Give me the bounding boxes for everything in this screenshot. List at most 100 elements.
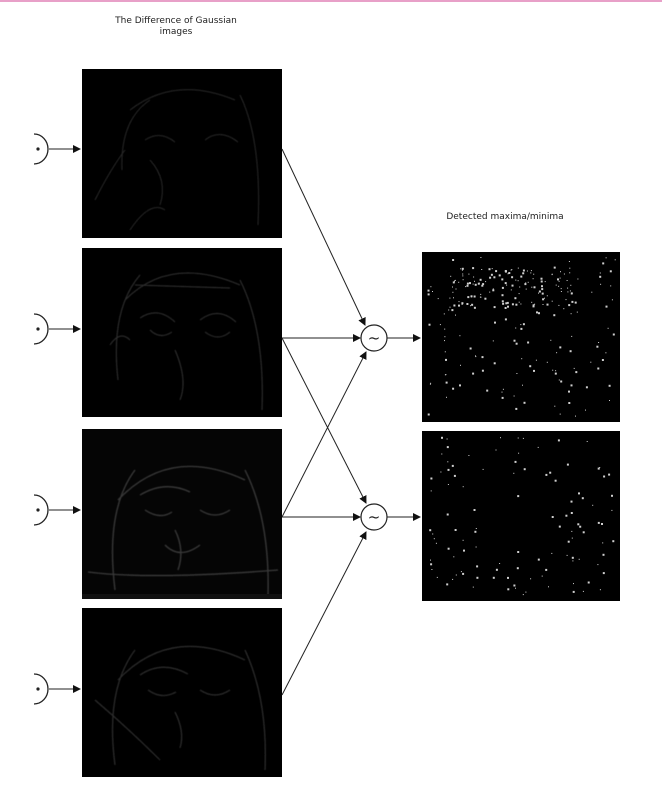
- speckle: [447, 461, 449, 463]
- speckle: [605, 257, 607, 259]
- speckle: [553, 266, 556, 269]
- speckle: [560, 291, 562, 292]
- speckle: [444, 328, 446, 330]
- speckle: [510, 269, 512, 271]
- speckle: [577, 278, 579, 280]
- speckle: [470, 305, 471, 307]
- speckle: [601, 359, 604, 361]
- speckle: [447, 468, 450, 471]
- speckle: [582, 531, 585, 534]
- speckle: [521, 358, 523, 360]
- speckle: [452, 578, 454, 580]
- arrow-icon: [281, 531, 367, 696]
- speckle: [473, 306, 476, 309]
- speckle: [514, 460, 517, 463]
- speckle: [582, 590, 584, 592]
- speckle: [611, 299, 613, 301]
- dog-image-2: [82, 248, 282, 417]
- speckle: [486, 389, 489, 392]
- speckle: [571, 300, 574, 303]
- speckle: [505, 302, 508, 305]
- speckle: [473, 509, 476, 511]
- speckle: [578, 492, 580, 495]
- speckle: [555, 284, 557, 286]
- speckle: [517, 495, 520, 498]
- speckle: [527, 341, 530, 344]
- speckle: [489, 291, 491, 293]
- speckle: [602, 572, 605, 575]
- speckle: [515, 327, 517, 329]
- input-node-2: [33, 313, 81, 345]
- speckle: [430, 382, 432, 384]
- speckle: [523, 401, 526, 404]
- speckle: [556, 352, 558, 354]
- speckle: [494, 321, 496, 324]
- speckle: [542, 298, 545, 301]
- speckle: [474, 283, 477, 286]
- speckle: [491, 268, 493, 270]
- speckle: [452, 387, 455, 390]
- speckle: [501, 391, 503, 393]
- speckle: [459, 335, 461, 337]
- speckle: [511, 303, 514, 306]
- speckle: [449, 306, 451, 308]
- speckle: [597, 367, 600, 370]
- speckle: [600, 283, 602, 285]
- speckle: [525, 282, 527, 284]
- speckle: [463, 549, 465, 552]
- speckle: [569, 267, 571, 269]
- speckle: [478, 282, 480, 284]
- speckle: [572, 560, 574, 562]
- speckle: [520, 324, 522, 326]
- speckle: [551, 274, 553, 276]
- comparison-symbol: ~: [368, 329, 381, 347]
- speckle: [446, 513, 449, 516]
- speckle: [473, 276, 475, 278]
- speckle: [480, 293, 482, 295]
- detected-image-1: [422, 252, 620, 422]
- speckle: [472, 586, 474, 588]
- speckle: [446, 583, 449, 586]
- speckle: [513, 584, 516, 587]
- speckle: [566, 280, 568, 281]
- input-node-4: [33, 673, 81, 705]
- speckle: [444, 340, 445, 342]
- speckle: [474, 280, 475, 282]
- speckle: [571, 556, 574, 559]
- speckle: [462, 539, 464, 541]
- speckle: [431, 569, 433, 570]
- speckle: [520, 327, 523, 330]
- speckle: [560, 288, 562, 290]
- speckle: [559, 277, 561, 279]
- speckle: [559, 413, 561, 415]
- speckle: [515, 407, 518, 410]
- speckle: [531, 301, 533, 303]
- half-circle-input-icon: [33, 313, 49, 345]
- speckle: [586, 441, 588, 442]
- speckle: [541, 285, 543, 288]
- speckle: [495, 568, 498, 571]
- speckle: [476, 576, 479, 579]
- speckle: [445, 381, 448, 384]
- speckle: [570, 293, 572, 295]
- speckle: [511, 284, 514, 287]
- half-circle-input-icon: [33, 494, 49, 526]
- dog-image-1: [82, 69, 282, 238]
- speckle: [435, 542, 437, 544]
- speckle: [458, 304, 460, 307]
- speckle: [568, 304, 571, 307]
- speckle: [566, 463, 569, 466]
- half-circle-input-icon: [33, 133, 49, 165]
- speckle: [520, 275, 523, 278]
- speckle: [516, 373, 518, 374]
- speckle: [578, 558, 580, 560]
- speckle: [458, 301, 460, 303]
- speckle: [532, 278, 534, 280]
- speckle: [460, 268, 462, 270]
- speckle: [612, 540, 615, 543]
- speckle: [499, 563, 501, 564]
- speckle: [566, 554, 568, 556]
- comparison-node-1: ~: [360, 324, 388, 352]
- speckle: [443, 313, 445, 315]
- speckle: [445, 374, 447, 376]
